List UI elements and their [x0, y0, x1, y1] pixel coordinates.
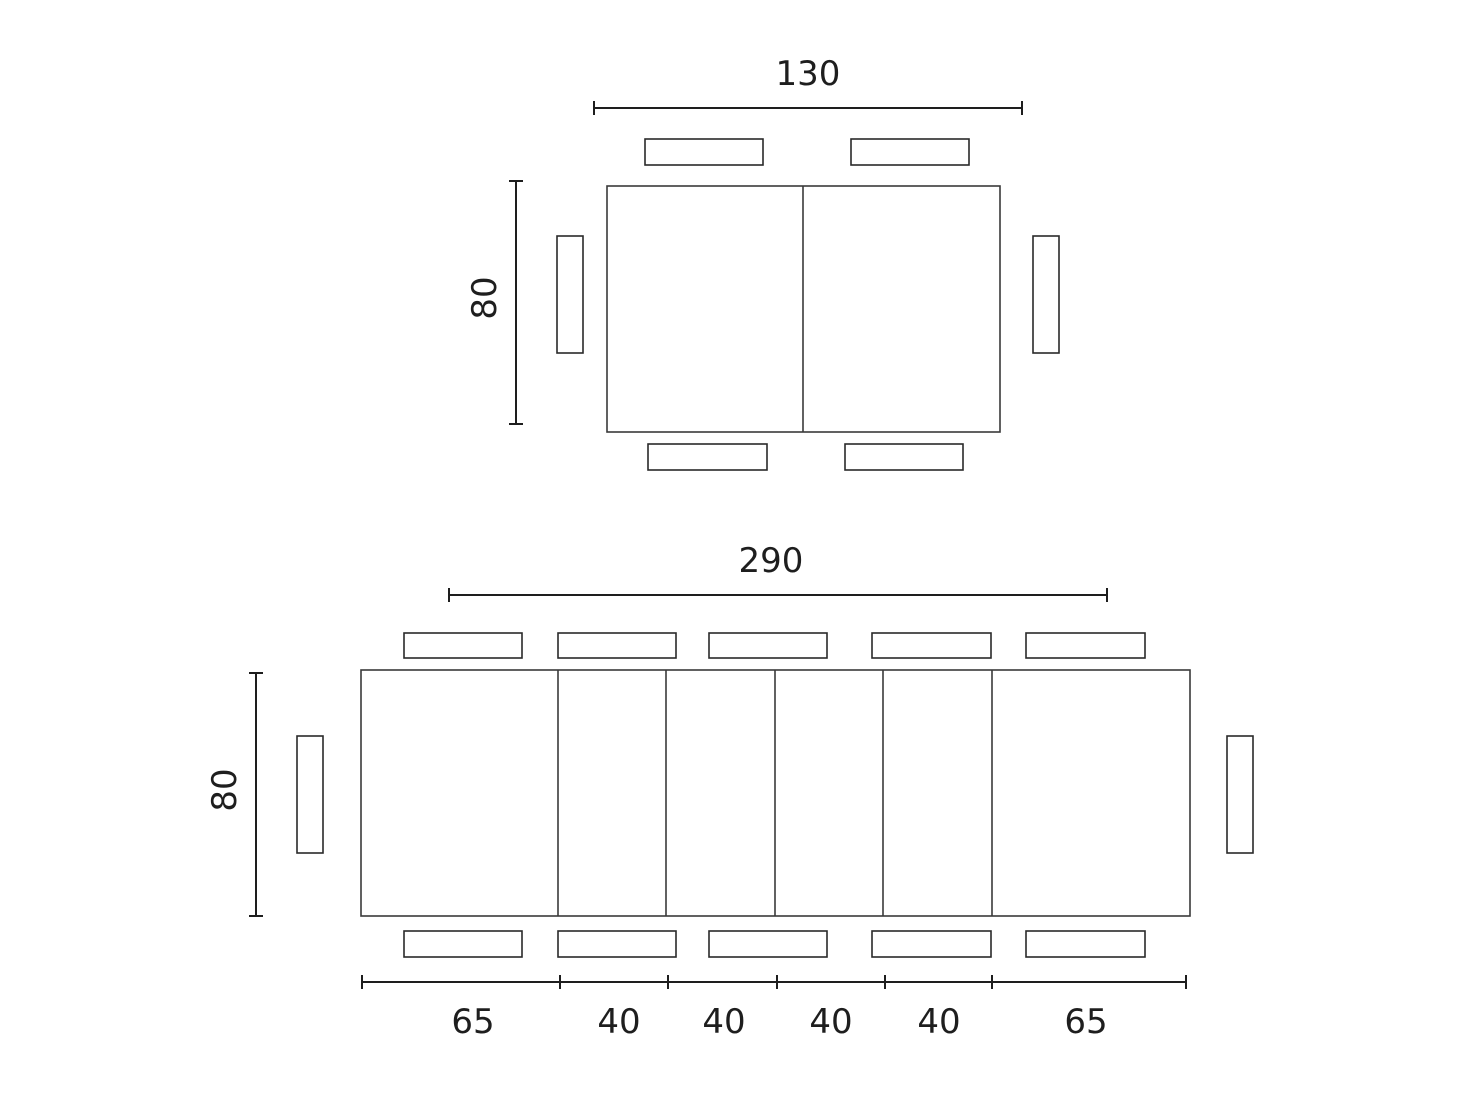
chair	[844, 443, 964, 471]
extended-depth-label: 80	[205, 768, 245, 811]
segment-label: 40	[597, 1002, 640, 1042]
extended-width-label: 290	[739, 541, 804, 581]
extended-segment-dimension: 65 40 40 40 40 65	[361, 975, 1187, 1042]
extended-depth-dimension: 80	[205, 672, 263, 917]
chair	[296, 735, 324, 854]
chair	[557, 930, 677, 958]
chair	[557, 632, 677, 659]
segment-label: 40	[809, 1002, 852, 1042]
segment-label: 65	[1064, 1002, 1107, 1042]
chair	[403, 930, 523, 958]
chair	[403, 632, 523, 659]
chair	[850, 138, 970, 166]
compact-width-label: 130	[776, 54, 841, 94]
chair	[871, 930, 992, 958]
chair	[556, 235, 584, 354]
chair	[644, 138, 764, 166]
chair	[708, 930, 828, 958]
segment-label: 65	[451, 1002, 494, 1042]
compact-table-group: 130 80	[465, 54, 1060, 471]
chair	[708, 632, 828, 659]
chair	[871, 632, 992, 659]
chair	[1025, 930, 1146, 958]
chair	[1226, 735, 1254, 854]
compact-width-dimension: 130	[593, 54, 1023, 115]
chair	[1025, 632, 1146, 659]
chair	[1032, 235, 1060, 354]
compact-depth-label: 80	[465, 276, 505, 319]
segment-label: 40	[917, 1002, 960, 1042]
extended-table-group: 290 80	[205, 541, 1254, 1042]
chair	[647, 443, 768, 471]
compact-depth-dimension: 80	[465, 180, 523, 425]
segment-label: 40	[702, 1002, 745, 1042]
extended-width-dimension: 290	[448, 541, 1108, 602]
